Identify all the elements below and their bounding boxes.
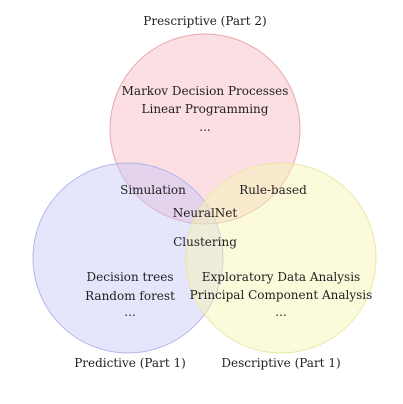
predictive-item-random-forest: Random forest — [85, 289, 175, 303]
predictive-item-more: ... — [124, 305, 135, 319]
prescriptive-circle — [109, 33, 301, 225]
overlap-clustering: Clustering — [173, 235, 237, 249]
overlap-neuralnet: NeuralNet — [173, 206, 238, 220]
predictive-circle — [32, 162, 224, 354]
prescriptive-item-more: ... — [199, 120, 210, 134]
predictive-title: Predictive (Part 1) — [74, 356, 186, 370]
predictive-item-decision-trees: Decision trees — [87, 270, 174, 284]
descriptive-item-pca: Principal Component Analysis — [190, 288, 373, 302]
descriptive-item-eda: Exploratory Data Analysis — [202, 270, 360, 284]
prescriptive-item-lp: Linear Programming — [142, 102, 269, 116]
descriptive-item-more: ... — [275, 305, 286, 319]
prescriptive-item-mdp: Markov Decision Processes — [122, 84, 289, 98]
descriptive-circle — [185, 162, 377, 354]
prescriptive-title: Prescriptive (Part 2) — [143, 14, 266, 28]
overlap-rule-based: Rule-based — [239, 183, 307, 197]
descriptive-title: Descriptive (Part 1) — [221, 356, 340, 370]
overlap-simulation: Simulation — [120, 183, 186, 197]
